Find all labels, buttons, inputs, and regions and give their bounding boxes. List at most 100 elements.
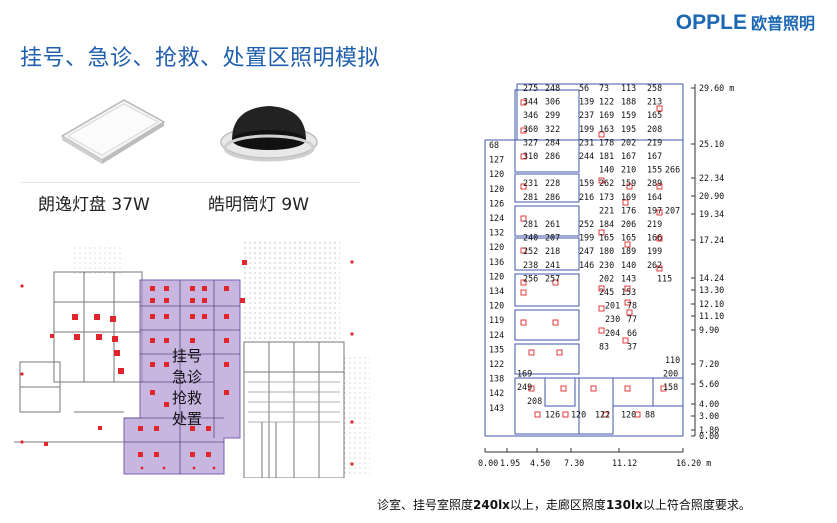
downlight-icon bbox=[220, 106, 318, 162]
luminaire-marker bbox=[520, 279, 527, 286]
luminaire-marker bbox=[634, 411, 641, 418]
illuminance-value: 143 bbox=[489, 403, 504, 413]
illuminance-value: 210 bbox=[621, 165, 636, 175]
luminaire-marker bbox=[552, 319, 559, 326]
y-tick-label: 13.30 bbox=[699, 285, 724, 295]
illuminance-value: 56 bbox=[579, 83, 589, 93]
luminaire-marker bbox=[520, 289, 527, 296]
footnote-value: 130lx bbox=[605, 498, 643, 512]
brand-cn: 欧普照明 bbox=[750, 14, 815, 33]
illuminance-value: 73 bbox=[599, 83, 609, 93]
luminaire-marker bbox=[598, 285, 605, 292]
illuminance-value: 281 bbox=[523, 192, 538, 202]
illuminance-value: 206 bbox=[621, 219, 636, 229]
luminaire-marker bbox=[656, 235, 663, 242]
y-tick-label: 3.00 bbox=[699, 411, 719, 421]
illuminance-value: 252 bbox=[579, 219, 594, 229]
y-tick-label: 5.60 bbox=[699, 379, 719, 389]
luminaire-marker bbox=[520, 215, 527, 222]
illuminance-value: 140 bbox=[599, 165, 614, 175]
illuminance-value: 68 bbox=[489, 140, 499, 150]
illuminance-value: 167 bbox=[647, 151, 662, 161]
illuminance-value: 197 bbox=[647, 205, 662, 215]
illuminance-value: 322 bbox=[545, 124, 560, 134]
plan-outline bbox=[516, 83, 684, 141]
illuminance-value: 306 bbox=[545, 97, 560, 107]
zone-label-line: 挂号 bbox=[171, 347, 202, 365]
illuminance-value: 238 bbox=[523, 260, 538, 270]
footnote: 诊室、挂号室照度240lx以上，走廊区照度130lx以上符合照度要求。 bbox=[377, 496, 751, 513]
illuminance-value: 143 bbox=[621, 273, 636, 283]
illuminance-value: 275 bbox=[523, 83, 538, 93]
zone-label-line: 急诊 bbox=[171, 368, 202, 386]
illuminance-value: 163 bbox=[599, 124, 614, 134]
illuminance-value: 164 bbox=[647, 192, 662, 202]
x-tick-label: 11.12 bbox=[612, 458, 637, 468]
illuminance-value: 113 bbox=[621, 83, 636, 93]
illuminance-value: 119 bbox=[489, 315, 504, 325]
illuminance-value: 83 bbox=[599, 341, 609, 351]
luminaire-marker bbox=[520, 183, 527, 190]
luminaire-marker bbox=[590, 385, 597, 392]
illuminance-value: 146 bbox=[579, 260, 594, 270]
illuminance-value: 122 bbox=[599, 97, 614, 107]
product-name-panel: 朗逸灯盘 37W bbox=[38, 195, 150, 215]
illuminance-value: 110 bbox=[665, 355, 680, 365]
illuminance-value: 135 bbox=[489, 344, 504, 354]
y-tick-label: 17.24 bbox=[699, 235, 724, 245]
illuminance-value: 237 bbox=[579, 110, 594, 120]
illuminance-value: 176 bbox=[621, 205, 636, 215]
illuminance-value: 218 bbox=[545, 246, 560, 256]
illuminance-value: 138 bbox=[489, 374, 504, 384]
illuminance-value: 120 bbox=[489, 242, 504, 252]
illuminance-value: 202 bbox=[599, 273, 614, 283]
illuminance-value: 189 bbox=[621, 246, 636, 256]
illuminance-value: 204 bbox=[605, 328, 620, 338]
luminaire-marker bbox=[598, 229, 605, 236]
illuminance-value: 120 bbox=[489, 271, 504, 281]
illuminance-value: 241 bbox=[545, 260, 560, 270]
illuminance-value: 158 bbox=[663, 382, 678, 392]
y-tick-label: 4.00 bbox=[699, 399, 719, 409]
luminaire-marker bbox=[552, 279, 559, 286]
illuminance-value: 286 bbox=[545, 192, 560, 202]
zone-label-line: 处置 bbox=[171, 410, 202, 428]
illuminance-value: 127 bbox=[489, 155, 504, 165]
illuminance-value: 230 bbox=[599, 260, 614, 270]
y-tick-label: 22.34 bbox=[699, 173, 724, 183]
illuminance-value: 228 bbox=[545, 178, 560, 188]
illuminance-value: 240 bbox=[523, 233, 538, 243]
illuminance-value: 327 bbox=[523, 137, 538, 147]
illuminance-value: 281 bbox=[523, 219, 538, 229]
illuminance-value: 165 bbox=[647, 110, 662, 120]
illuminance-value: 202 bbox=[621, 137, 636, 147]
product-name-downlight: 皓明筒灯 9W bbox=[208, 195, 310, 215]
luminaire-marker bbox=[624, 285, 631, 292]
illuminance-value: 136 bbox=[489, 257, 504, 267]
luminaire-marker bbox=[624, 241, 631, 248]
illuminance-value: 266 bbox=[665, 165, 680, 175]
illuminance-value: 244 bbox=[579, 151, 594, 161]
illuminance-value: 249 bbox=[517, 382, 532, 392]
luminaire-marker bbox=[626, 183, 633, 190]
illuminance-value: 221 bbox=[599, 205, 614, 215]
illuminance-value: 286 bbox=[545, 151, 560, 161]
illuminance-value: 169 bbox=[517, 369, 532, 379]
x-tick-label: 0.00 bbox=[478, 458, 498, 468]
room-outline bbox=[514, 309, 580, 341]
brand-latin: OPPLE bbox=[675, 11, 747, 34]
luminaire-marker bbox=[598, 305, 605, 312]
y-tick-label: 19.34 bbox=[699, 209, 724, 219]
illuminance-value: 115 bbox=[657, 273, 672, 283]
illuminance-value: 360 bbox=[523, 124, 538, 134]
illuminance-value: 159 bbox=[621, 178, 636, 188]
luminaire-marker bbox=[520, 127, 527, 134]
illuminance-value: 173 bbox=[599, 192, 614, 202]
illuminance-value: 262 bbox=[599, 178, 614, 188]
illuminance-value: 155 bbox=[647, 165, 662, 175]
illuminance-value: 181 bbox=[599, 151, 614, 161]
illuminance-value: 159 bbox=[579, 178, 594, 188]
illuminance-value: 120 bbox=[489, 169, 504, 179]
illuminance-value: 66 bbox=[627, 328, 637, 338]
